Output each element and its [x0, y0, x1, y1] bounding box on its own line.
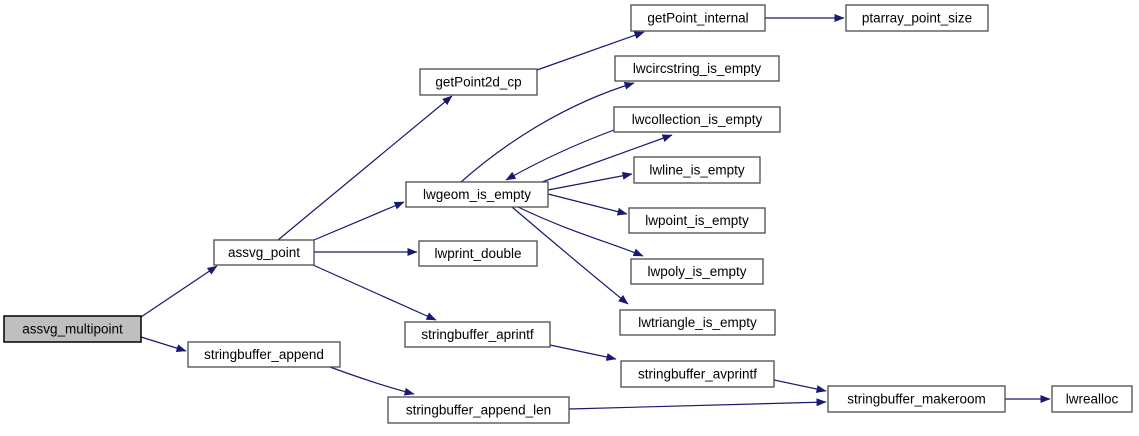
node-box-getPoint2d_cp[interactable] — [419, 68, 538, 96]
edge-stringbuffer_append_len-to-stringbuffer_makeroom — [568, 398, 827, 410]
node-label-lwcircstring_is_empty: lwcircstring_is_empty — [633, 61, 762, 76]
node-box-lwcollection_is_empty[interactable] — [613, 106, 781, 133]
node-getPoint_internal[interactable]: getPoint_internal — [630, 4, 766, 32]
node-box-lwtriangle_is_empty[interactable] — [619, 309, 776, 336]
edge-getPoint2d_cp-to-getPoint_internal — [536, 31, 645, 71]
node-label-stringbuffer_aprintf: stringbuffer_aprintf — [421, 327, 534, 342]
node-box-stringbuffer_makeroom[interactable] — [827, 385, 1006, 413]
edge-assvg_point-to-getPoint2d_cp — [277, 95, 453, 241]
node-lwpoint_is_empty[interactable]: lwpoint_is_empty — [628, 207, 766, 234]
edge-lwgeom_is_empty-to-lwtriangle_is_empty — [511, 206, 629, 305]
node-lwcollection_is_empty[interactable]: lwcollection_is_empty — [613, 106, 781, 133]
node-label-lwline_is_empty: lwline_is_empty — [649, 163, 745, 178]
edge-lwgeom_is_empty-to-lwpoint_is_empty — [547, 193, 628, 216]
edge-lwgeom_is_empty-to-lwcircstring_is_empty — [460, 81, 635, 183]
node-layer: assvg_multipoint assvg_point stringbuffer_… — [3, 4, 1133, 424]
node-box-lwcircstring_is_empty[interactable] — [614, 55, 780, 82]
node-box-lwline_is_empty[interactable] — [633, 156, 761, 184]
edge-assvg_point-to-lwgeom_is_empty — [313, 201, 405, 241]
node-label-assvg_multipoint: assvg_multipoint — [22, 322, 123, 337]
node-label-stringbuffer_append: stringbuffer_append — [204, 347, 324, 362]
node-label-getPoint2d_cp: getPoint2d_cp — [435, 75, 521, 90]
node-label-stringbuffer_avprintf: stringbuffer_avprintf — [638, 367, 757, 382]
node-label-lwcollection_is_empty: lwcollection_is_empty — [632, 112, 763, 127]
edge-assvg_point-to-stringbuffer_aprintf — [312, 264, 437, 321]
node-box-stringbuffer_append_len[interactable] — [387, 396, 570, 424]
node-stringbuffer_append_len[interactable]: stringbuffer_append_len — [387, 396, 570, 424]
node-box-lwgeom_is_empty[interactable] — [405, 181, 549, 208]
node-label-lwgeom_is_empty: lwgeom_is_empty — [423, 187, 531, 202]
node-label-assvg_point: assvg_point — [228, 245, 300, 260]
edge-stringbuffer_append-to-stringbuffer_append_len — [329, 366, 415, 396]
node-ptarray_point_size[interactable]: ptarray_point_size — [845, 4, 989, 32]
node-box-assvg_point[interactable] — [213, 239, 315, 266]
edge-layer — [140, 14, 1051, 410]
node-box-assvg_multipoint — [3, 315, 142, 343]
node-label-ptarray_point_size: ptarray_point_size — [862, 11, 972, 26]
node-lwprint_double[interactable]: lwprint_double — [418, 240, 538, 267]
node-lwcircstring_is_empty[interactable]: lwcircstring_is_empty — [614, 55, 780, 82]
edge-assvg_multipoint-to-stringbuffer_append — [140, 336, 187, 352]
node-box-lwpoint_is_empty[interactable] — [628, 207, 766, 234]
edge-assvg_multipoint-to-assvg_point — [140, 265, 218, 318]
edge-stringbuffer_avprintf-to-stringbuffer_makeroom — [773, 379, 827, 393]
edge-lwcollection_is_empty-to-lwgeom_is_empty — [505, 129, 615, 181]
node-getPoint2d_cp[interactable]: getPoint2d_cp — [419, 68, 538, 96]
node-label-lwrealloc: lwrealloc — [1066, 392, 1119, 407]
node-lwline_is_empty[interactable]: lwline_is_empty — [633, 156, 761, 184]
edge-lwgeom_is_empty-to-lwcollection_is_empty — [541, 134, 673, 183]
node-lwpoly_is_empty[interactable]: lwpoly_is_empty — [630, 258, 764, 285]
node-stringbuffer_append[interactable]: stringbuffer_append — [187, 341, 341, 368]
node-label-lwprint_double: lwprint_double — [434, 246, 521, 261]
node-box-getPoint_internal[interactable] — [630, 4, 766, 32]
node-label-lwpoint_is_empty: lwpoint_is_empty — [645, 213, 749, 228]
node-lwrealloc[interactable]: lwrealloc — [1051, 385, 1133, 413]
node-label-lwtriangle_is_empty: lwtriangle_is_empty — [638, 315, 757, 330]
node-box-lwprint_double[interactable] — [418, 240, 538, 267]
node-box-stringbuffer_append[interactable] — [187, 341, 341, 368]
node-stringbuffer_makeroom[interactable]: stringbuffer_makeroom — [827, 385, 1006, 413]
node-label-getPoint_internal: getPoint_internal — [647, 11, 748, 26]
node-box-ptarray_point_size[interactable] — [845, 4, 989, 32]
node-stringbuffer_aprintf[interactable]: stringbuffer_aprintf — [404, 321, 551, 348]
node-box-lwrealloc[interactable] — [1051, 385, 1133, 413]
node-box-stringbuffer_avprintf[interactable] — [620, 360, 775, 388]
node-box-stringbuffer_aprintf[interactable] — [404, 321, 551, 348]
node-box-lwpoly_is_empty[interactable] — [630, 258, 764, 285]
edge-stringbuffer_aprintf-to-stringbuffer_avprintf — [549, 344, 617, 361]
node-stringbuffer_avprintf[interactable]: stringbuffer_avprintf — [620, 360, 775, 388]
edge-lwgeom_is_empty-to-lwline_is_empty — [547, 171, 633, 191]
node-assvg_point[interactable]: assvg_point — [213, 239, 315, 266]
node-label-stringbuffer_makeroom: stringbuffer_makeroom — [847, 392, 986, 407]
node-lwtriangle_is_empty[interactable]: lwtriangle_is_empty — [619, 309, 776, 336]
edge-lwgeom_is_empty-to-lwpoly_is_empty — [517, 206, 644, 257]
node-label-stringbuffer_append_len: stringbuffer_append_len — [406, 403, 551, 418]
node-lwgeom_is_empty[interactable]: lwgeom_is_empty — [405, 181, 549, 208]
node-assvg_multipoint: assvg_multipoint — [3, 315, 142, 343]
node-label-lwpoly_is_empty: lwpoly_is_empty — [647, 264, 746, 279]
